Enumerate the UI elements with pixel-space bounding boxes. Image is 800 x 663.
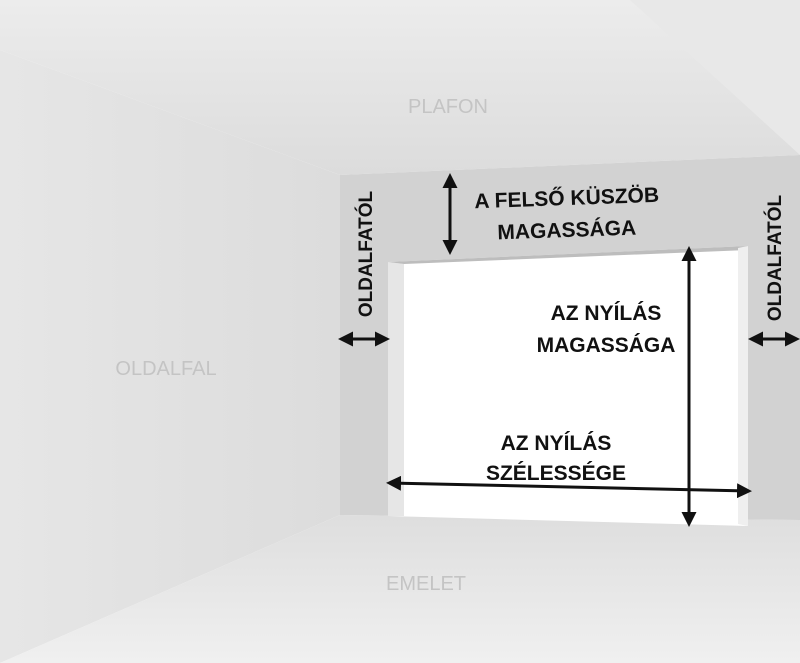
floor-surface [0, 515, 800, 663]
opening-width-label-line1: AZ NYÍLÁS [501, 432, 612, 455]
right-edge-surface [630, 0, 800, 155]
opening-height-label-line1: AZ NYÍLÁS [551, 302, 662, 325]
opening-reveal-left [388, 262, 404, 516]
opening-reveal-top [388, 246, 748, 264]
opening-width-arrow [386, 475, 752, 499]
header-height-label-line2: MAGASSÁGA [497, 217, 637, 245]
ceiling-surface [0, 0, 800, 175]
ceiling-label: PLAFON [408, 96, 488, 118]
floor-label: EMELET [386, 573, 466, 595]
right-clearance-label: OLDALFATÓL [764, 194, 786, 321]
opening-height-label-line2: MAGASSÁGA [537, 334, 676, 357]
left-clearance-label: OLDALFATÓL [355, 190, 377, 317]
door-opening [388, 246, 748, 526]
opening-reveal-right [738, 246, 748, 526]
side-wall-label: OLDALFAL [115, 358, 216, 380]
side-wall-surface [0, 50, 340, 663]
opening-width-label-line2: SZÉLESSÉGE [486, 462, 626, 485]
